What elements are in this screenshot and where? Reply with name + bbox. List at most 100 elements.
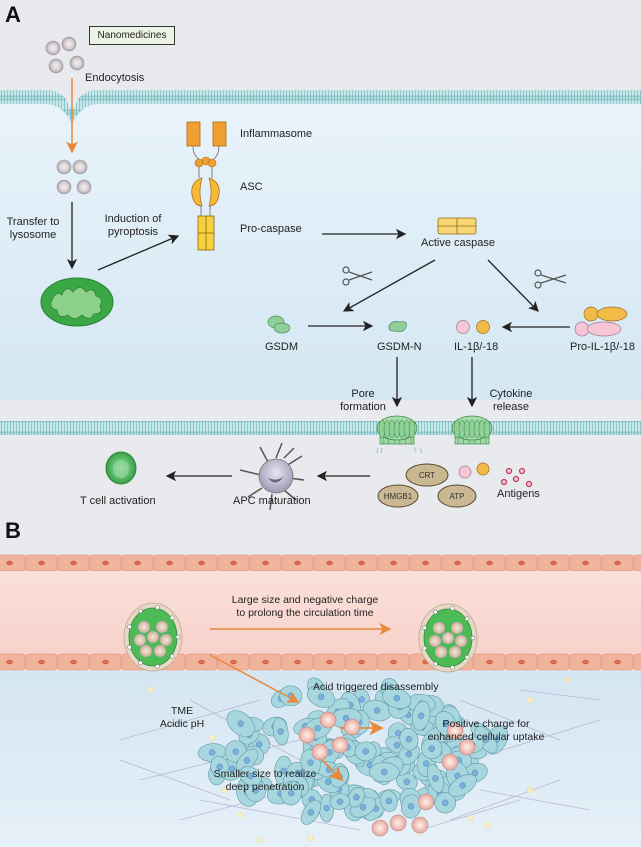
hmgb1-label: HMGB1 (383, 492, 413, 501)
gasdermin-pore-icon (451, 415, 493, 445)
tumor-cell (226, 710, 255, 738)
apc-dendritic-cell-icon (239, 442, 305, 511)
il-1b-18-label: IL-1β/-18 (454, 341, 499, 353)
tumor-cell (421, 738, 443, 760)
active-caspase-icon (437, 217, 477, 235)
apc-maturation-label: APC maturation (233, 495, 311, 507)
tumor-cell (411, 700, 431, 731)
internalized-nanoparticles (56, 159, 92, 195)
positive-charge-label: Positive charge for enhanced cellular up… (412, 718, 560, 744)
extracellular-top (0, 0, 641, 100)
endocytosis-label: Endocytosis (85, 72, 145, 84)
large-nanomedicine-icon (123, 602, 183, 672)
tumor-cell (329, 793, 351, 810)
cytokine-line-1: Cytokine (489, 388, 533, 400)
circulation-label: Large size and negative charge to prolon… (205, 594, 405, 620)
cell-membrane-top (0, 90, 641, 124)
tumor-cell (307, 685, 336, 708)
gsdm-n-icon (388, 321, 407, 332)
tumor-cell (362, 699, 392, 722)
cytoplasm (0, 100, 641, 400)
cytokine-release-label: Cytokine release (480, 388, 542, 414)
cytokine-line-2: release (492, 401, 530, 413)
asc-label: ASC (240, 181, 263, 193)
smaller-size-label: Smaller size to realize deep penetration (200, 768, 330, 794)
panel-letter-b: B (5, 518, 21, 543)
active-caspase-label: Active caspase (421, 237, 495, 249)
induction-line-1: Induction of (104, 213, 162, 225)
tumor-cell (380, 790, 398, 812)
panel-b-top (0, 515, 641, 555)
cleave-il-arrow (487, 259, 539, 312)
tme-acidic-ph-label: TME Acidic pH (152, 705, 212, 731)
tumor-cell (210, 756, 230, 778)
il-1b-18-icon (456, 320, 490, 334)
pro-il-1b-18-icon (574, 306, 628, 337)
endothelial-wall (0, 554, 641, 572)
scissors-icon (534, 269, 567, 289)
nanomedicine-particles (45, 36, 85, 74)
extravasation-arrow (209, 654, 300, 703)
tumor-cell (448, 774, 477, 797)
tumor-cell (396, 772, 418, 791)
large-nanomedicine-icon (418, 603, 478, 673)
gasdermin-pore-icon (376, 415, 418, 445)
transfer-line-2: lysosome (9, 229, 57, 241)
t-cell-icon (105, 451, 137, 485)
endothelial-wall (0, 653, 641, 671)
lysosome-icon (40, 277, 114, 327)
smaller-line-1: Smaller size to realize (213, 768, 317, 780)
nanomedicines-label: Nanomedicines (89, 26, 175, 45)
atp-label: ATP (449, 492, 465, 501)
gsdm-label: GSDM (265, 341, 298, 353)
hmgb1-icon (377, 484, 419, 508)
inflammasome-complex-icon (186, 121, 227, 251)
tme-line-1: TME (170, 705, 194, 717)
gsdm-n-label: GSDM-N (377, 341, 422, 353)
pore-formation-label: Pore formation (338, 388, 388, 414)
pore-line-2: formation (340, 401, 386, 413)
transfer-to-lysosome-label: Transfer to lysosome (2, 216, 64, 242)
atp-icon (437, 484, 477, 508)
circulation-line-2: to prolong the circulation time (236, 607, 374, 619)
tumor-cell (434, 792, 456, 814)
tumor-cell (347, 786, 365, 808)
tumor-cell (382, 687, 412, 709)
gsdm-icon (267, 315, 291, 334)
blood-vessel-lumen (0, 571, 641, 654)
tumor-cell (272, 717, 289, 746)
induction-of-pyroptosis-label: Induction of pyroptosis (98, 213, 168, 239)
tumor-cell (399, 727, 419, 751)
tme-line-2: Acidic pH (159, 718, 205, 730)
tumor-cell (369, 762, 400, 783)
cell-membrane-bottom (0, 421, 641, 435)
crt-label: CRT (418, 471, 436, 480)
released-cytokines-icon (458, 462, 490, 479)
cleave-gsdm-arrow (342, 259, 436, 312)
crt-icon (405, 463, 449, 487)
smaller-line-2: deep penetration (225, 781, 305, 793)
circulation-line-1: Large size and negative charge (231, 594, 379, 606)
tumor-cell (354, 741, 377, 762)
positive-line-2: enhanced cellular uptake (427, 731, 545, 743)
tumor-cell (235, 748, 259, 773)
inflammasome-label: Inflammasome (240, 128, 313, 140)
pro-il-1b-18-label: Pro-IL-1β/-18 (570, 341, 636, 353)
acid-disassembly-label: Acid triggered disassembly (313, 681, 439, 693)
pro-caspase-label: Pro-caspase (240, 223, 302, 235)
scissors-icon (342, 266, 373, 286)
extracellular-bottom (0, 400, 641, 515)
tumor-cell (300, 799, 321, 825)
induction-line-2: pyroptosis (107, 226, 159, 238)
tumor-cell (280, 780, 303, 806)
antigens-label: Antigens (497, 488, 540, 500)
small-nanoparticles (298, 711, 476, 837)
tumor-cell (426, 764, 445, 793)
antigens-icon (500, 467, 533, 488)
panel-letter-a: A (5, 2, 21, 27)
transfer-line-1: Transfer to (6, 216, 60, 228)
pore-line-1: Pore (351, 388, 375, 400)
positive-line-1: Positive charge for (442, 718, 530, 730)
t-cell-activation-label: T cell activation (80, 495, 156, 507)
